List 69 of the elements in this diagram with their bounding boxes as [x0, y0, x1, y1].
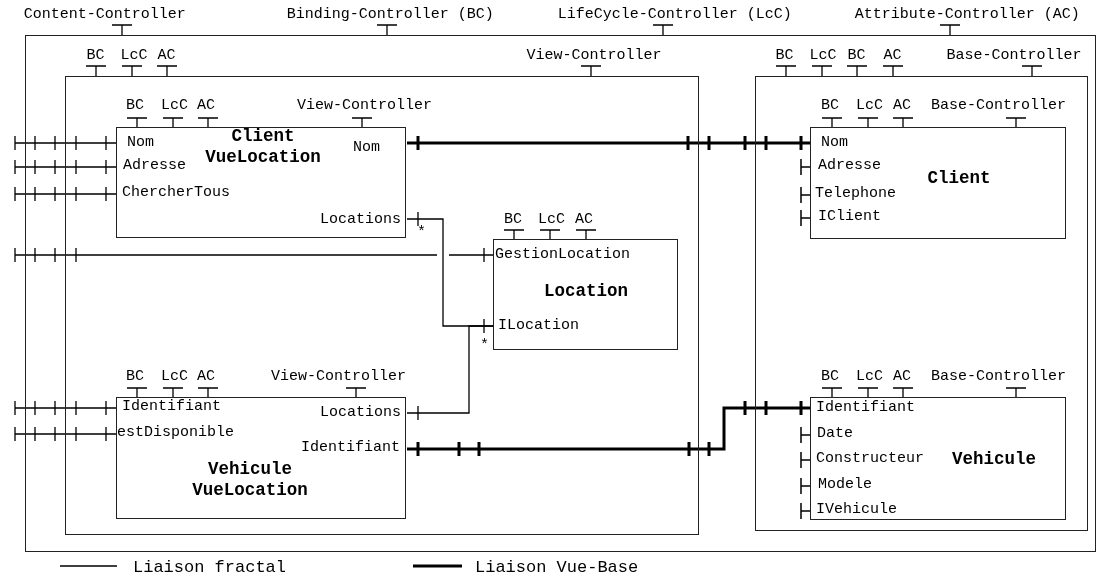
- controller-label: LcC: [809, 47, 837, 66]
- controller-label: Content-Controller: [23, 5, 186, 24]
- interface-label: Modele: [818, 476, 873, 495]
- controller-label: View-Controller: [297, 97, 433, 116]
- component-name: Location: [543, 280, 630, 302]
- controller-label: Binding-Controller (BC): [286, 5, 494, 24]
- interface-label: IClient: [818, 208, 882, 227]
- connector-line: [14, 159, 118, 175]
- connector-line: [406, 325, 495, 421]
- multiplicity-label: *: [417, 224, 426, 242]
- component-name: Client VueLocation: [204, 126, 322, 169]
- thick-connector: [405, 399, 813, 458]
- interface-label: ChercherTous: [122, 184, 231, 203]
- controller-label: LcC: [538, 211, 566, 230]
- thick-connector: [405, 134, 813, 152]
- controller-label: LcC: [161, 97, 189, 116]
- controller-label: LcC: [120, 47, 148, 66]
- legend-text: Liaison Vue-Base: [475, 557, 639, 577]
- connector-line: [14, 186, 118, 202]
- controller-label: AC: [893, 368, 912, 387]
- interface-label: ILocation: [498, 317, 580, 336]
- legend-text: Liaison fractal: [133, 557, 287, 577]
- interface-label: IVehicule: [816, 501, 898, 520]
- connector-line: [14, 247, 495, 263]
- controller-label: Attribute-Controller (AC): [854, 5, 1080, 24]
- interface-label: Nom: [127, 134, 155, 153]
- interface-label: Locations: [320, 404, 402, 423]
- connector-line: [14, 135, 118, 151]
- interface-label: Locations: [320, 211, 402, 230]
- interface-label: Adresse: [818, 157, 882, 176]
- controller-label: BC: [504, 211, 523, 230]
- controller-label: Base-Controller: [931, 97, 1067, 116]
- controller-label: BC: [126, 97, 145, 116]
- controller-label: BC: [821, 368, 840, 387]
- controller-label: View-Controller: [271, 368, 407, 387]
- controller-label: BC: [126, 368, 145, 387]
- interface-label: Nom: [353, 139, 381, 158]
- interface-label: Telephone: [815, 185, 897, 204]
- controller-label: LcC: [856, 97, 884, 116]
- controller-label: AC: [197, 368, 216, 387]
- controller-label: AC: [883, 47, 902, 66]
- controller-label: Base-Controller: [931, 368, 1067, 387]
- controller-label: BC: [847, 47, 866, 66]
- controller-label: Base-Controller: [946, 47, 1082, 66]
- interface-label: Date: [817, 425, 854, 444]
- connector-line: [14, 426, 118, 442]
- component-name: Client: [926, 167, 992, 189]
- interface-label: Identifiant: [122, 398, 222, 417]
- controller-label: LcC: [856, 368, 884, 387]
- controller-label: View-Controller: [526, 47, 662, 66]
- controller-label: BC: [775, 47, 794, 66]
- multiplicity-label: *: [480, 337, 489, 355]
- controller-label: AC: [893, 97, 912, 116]
- interface-label: Identifiant: [816, 399, 916, 418]
- interface-label: Nom: [821, 134, 849, 153]
- connector-line: [14, 400, 118, 416]
- controller-label: AC: [157, 47, 176, 66]
- interface-label: Constructeur: [816, 450, 925, 469]
- controller-label: AC: [197, 97, 216, 116]
- interface-label: Identifiant: [301, 439, 401, 458]
- controller-label: LifeCycle-Controller (LcC): [557, 5, 792, 24]
- controller-label: AC: [575, 211, 594, 230]
- controller-label: BC: [821, 97, 840, 116]
- controller-label: LcC: [161, 368, 189, 387]
- interface-label: estDisponible: [117, 424, 235, 443]
- component-name: Vehicule VueLocation: [191, 459, 309, 502]
- controller-label: BC: [86, 47, 105, 66]
- interface-label: GestionLocation: [495, 246, 631, 265]
- interface-label: Adresse: [123, 157, 187, 176]
